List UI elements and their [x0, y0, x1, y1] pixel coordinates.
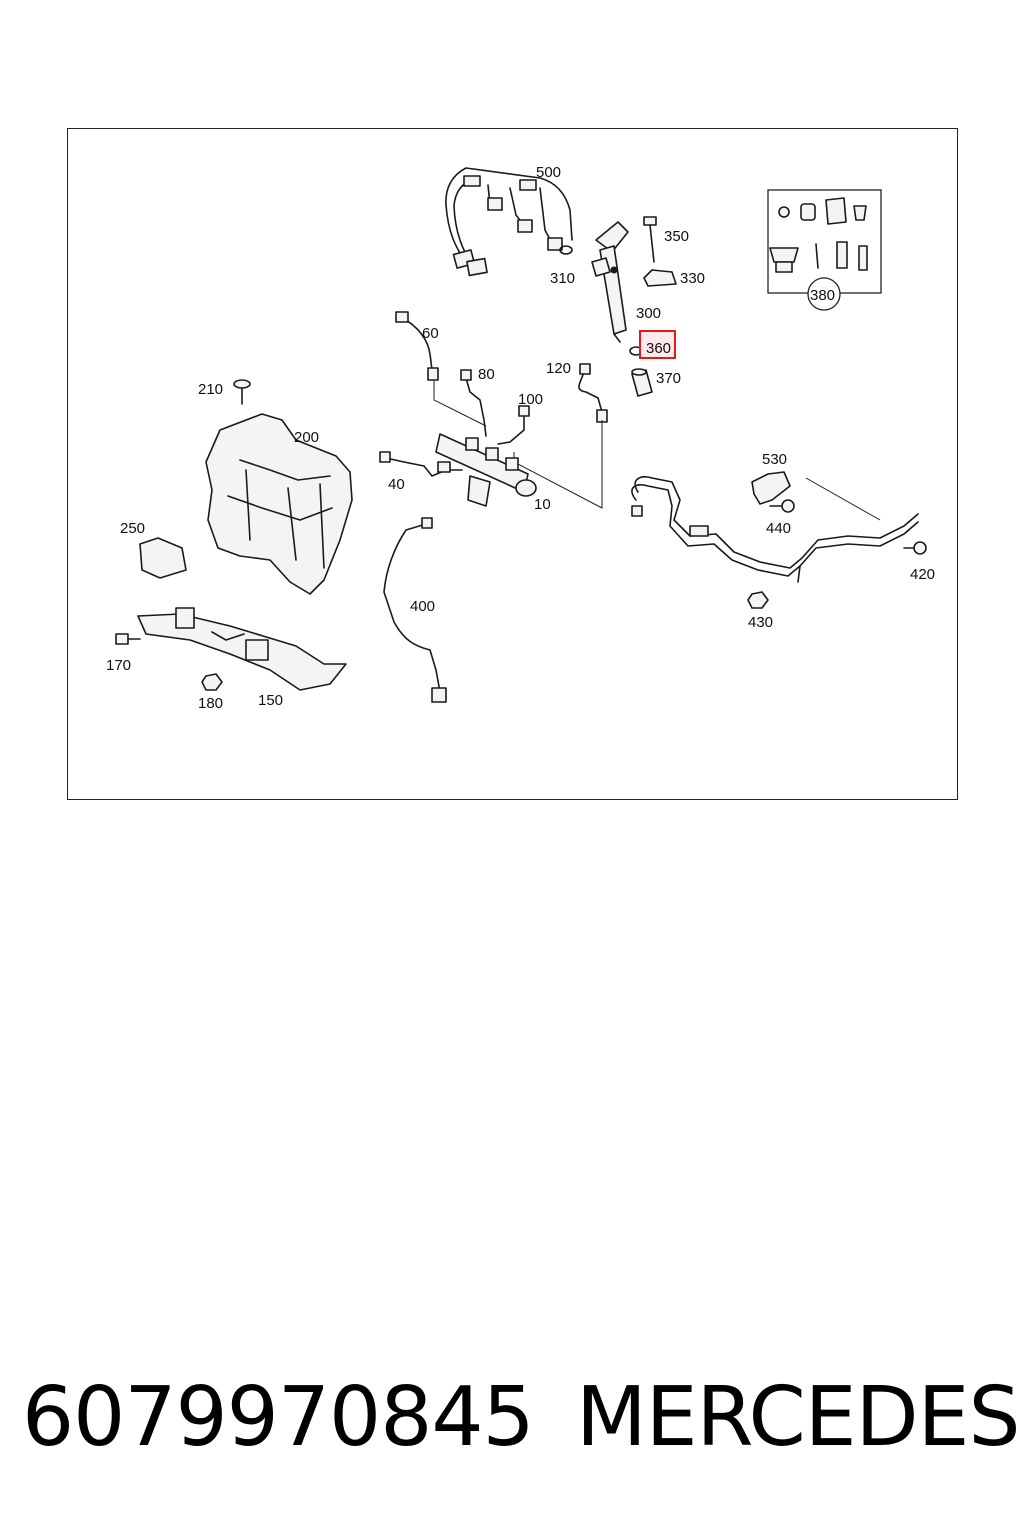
part-10-fuel-rail[interactable]	[435, 433, 537, 507]
callout-100: 100	[518, 391, 543, 408]
part-100-pressure-line[interactable]	[497, 405, 530, 445]
callout-60: 60	[422, 325, 439, 342]
part-330-clamp[interactable]	[643, 269, 677, 287]
callout-170: 170	[106, 657, 131, 674]
callout-150: 150	[258, 692, 283, 709]
part-310-seal-ring[interactable]	[559, 245, 573, 255]
part-180-nut[interactable]	[201, 673, 223, 691]
callout-250: 250	[120, 520, 145, 537]
callout-310: 310	[550, 270, 575, 287]
callout-360[interactable]: 360	[646, 340, 671, 357]
callout-530: 530	[762, 451, 787, 468]
callout-350: 350	[664, 228, 689, 245]
part-number: 6079970845	[22, 1370, 535, 1465]
callout-430: 430	[748, 614, 773, 631]
highlight-box-360	[639, 330, 676, 359]
part-370-sleeve[interactable]	[631, 368, 653, 397]
part-430-nut[interactable]	[747, 591, 769, 609]
brand-name: MERCEDES	[576, 1370, 1021, 1465]
callout-120: 120	[546, 360, 571, 377]
callout-210: 210	[198, 381, 223, 398]
callout-10: 10	[534, 496, 551, 513]
part-250-bracket[interactable]	[139, 537, 187, 579]
callout-380: 380	[810, 287, 835, 304]
part-210-bolt[interactable]	[233, 379, 251, 405]
part-170-bolt[interactable]	[115, 633, 141, 645]
callout-200: 200	[294, 429, 319, 446]
callout-370: 370	[656, 370, 681, 387]
part-150-bracket[interactable]	[137, 607, 347, 691]
callout-40: 40	[388, 476, 405, 493]
part-200-cover[interactable]	[205, 413, 353, 595]
diagram-frame	[67, 128, 958, 800]
callout-500: 500	[536, 164, 561, 181]
part-440-bolt[interactable]	[769, 499, 795, 513]
callout-300: 300	[636, 305, 661, 322]
part-40-sensor-cable[interactable]	[379, 451, 463, 477]
callout-400: 400	[410, 598, 435, 615]
callout-80: 80	[478, 366, 495, 383]
part-350-bolt[interactable]	[643, 216, 657, 263]
part-530-fuel-line-assembly[interactable]	[631, 471, 919, 583]
part-380-repair-kit[interactable]	[767, 189, 882, 311]
callout-420: 420	[910, 566, 935, 583]
callout-440: 440	[766, 520, 791, 537]
part-400-cable[interactable]	[383, 517, 447, 703]
part-300-injector[interactable]	[591, 221, 629, 343]
part-60-pressure-line[interactable]	[395, 311, 439, 381]
part-420-bolt[interactable]	[903, 541, 927, 555]
callout-330: 330	[680, 270, 705, 287]
part-500-wiring-harness[interactable]	[445, 167, 573, 277]
part-120-pressure-line[interactable]	[578, 363, 608, 423]
callout-180: 180	[198, 695, 223, 712]
